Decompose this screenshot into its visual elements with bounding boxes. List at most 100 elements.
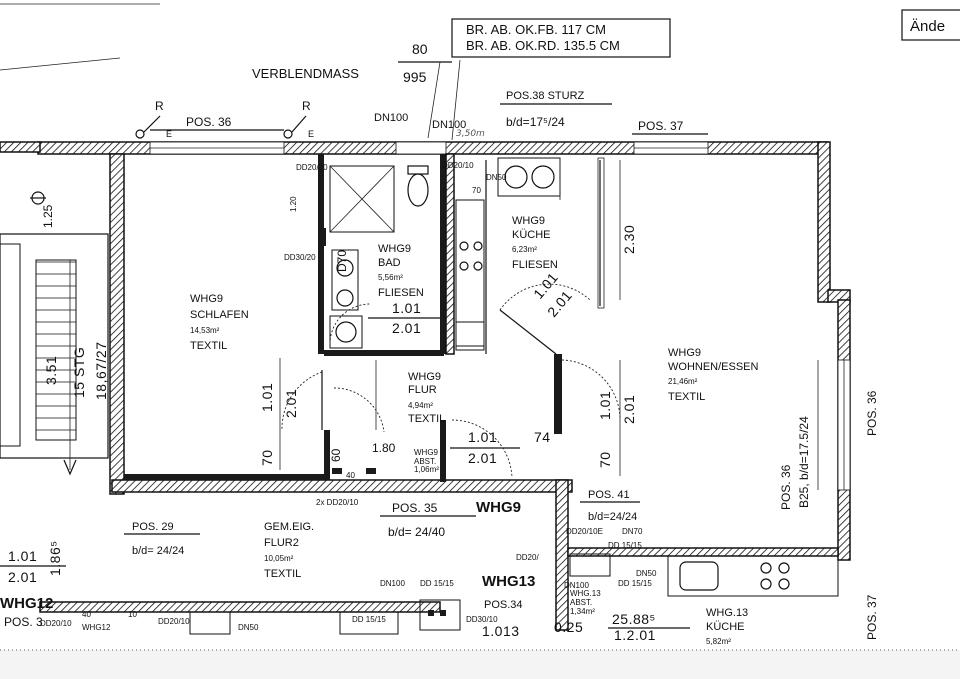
section-mark-e1: E [166,129,172,139]
living-name: WHG9 [668,347,701,359]
bd29-label: b/d= 24/24 [132,545,184,557]
page-margin [0,650,960,679]
bedroom-door-swing [281,371,323,431]
dd20-low-label: DD20/ [516,553,539,562]
dd15-15-c-label: DD 15/15 [608,541,642,550]
pos35-label: POS. 35 [392,501,438,515]
section-mark-r1: R [155,99,164,113]
lower-fixtures [189,599,461,635]
b25-label: B25, b/d=17.5/24 [797,416,811,508]
dd15-15-a-label: DD 15/15 [420,579,454,588]
bath-name: WHG9 [378,243,411,255]
dim-40: 40 [346,471,355,480]
whg13-kitchen-area: 5,82m² [706,637,731,646]
sink-icon [679,561,719,591]
bd35-label: b/d= 24/40 [388,525,445,539]
bath-area: 5,56m² [378,273,403,282]
stair-dim-351: 3.51 [43,356,59,385]
dim-74: 74 [534,429,551,445]
whg12-small-label: WHG12 [82,623,111,632]
pos38-label: POS.38 STURZ [506,90,585,102]
hall-door-swing [333,387,385,433]
pos36-inner-label: POS. 36 [779,464,793,510]
stove-icon [760,562,772,574]
toilet-icon [407,173,429,207]
dim-70-top: 70 [472,186,481,195]
bath-floor: FLIESEN [378,287,424,299]
dim-80: 80 [412,41,428,57]
dim-120: 1.20 [289,196,298,212]
hall-floor: TEXTIL [408,413,445,425]
info-line-2: BR. AB. OK.RD. 135.5 CM [466,38,620,53]
dim-201-13: 1.2.01 [614,627,656,643]
hall-area: 4,94m² [408,401,433,410]
bath-door-dim-201: 2.01 [392,320,421,336]
dn50-13-label: DN50 [636,569,657,578]
revision-label: Ände [910,18,945,35]
d70-label: D70 [335,250,349,272]
dim-180: 1.80 [372,441,396,455]
dim-1865: 1.86⁵ [47,540,63,576]
flur2-type: FLUR2 [264,537,299,549]
dim-995: 995 [403,69,427,85]
dn100-low-label: DN100 [380,579,405,588]
dd20-10e-label: DD20/10E [566,527,603,536]
stair-steps: 15 STG [71,347,87,398]
section-marker-icon [283,129,293,139]
pos37-right-label: POS. 37 [865,594,879,640]
living-door-dim-201: 2.01 [621,395,637,424]
entry-dim-101: 1.01 [468,429,497,445]
abst-name: WHG9 [414,448,439,457]
info-line-1: BR. AB. OK.FB. 117 CM [466,22,606,37]
pos37-top-label: POS. 37 [638,119,684,133]
whg13-kitchen-type: KÜCHE [706,621,745,633]
section-marker-icon [135,129,145,139]
pos36-right-label: POS. 36 [865,390,879,436]
abst-type: ABST. [414,457,436,466]
dn100-13-label: DN100 [564,581,589,590]
bath-type: BAD [378,257,401,269]
dim-70-right: 70 [597,451,613,468]
dn50-top-label: DN50 [486,173,507,182]
whg12-door-dim-101: 1.01 [8,548,37,564]
washer-icon [335,321,357,343]
dim-1013: 1.013 [482,623,520,639]
dn100-label-a: DN100 [374,112,408,124]
whg13-abst-type: ABST. [570,598,592,607]
dd20-10-low-label: DD20/10 [40,619,72,628]
stair-ratio: 18,67/27 [93,342,109,401]
kitchen-fixtures [455,157,561,351]
bedroom-type: SCHLAFEN [190,309,249,321]
dn70-label: DN70 [622,527,643,536]
living-floor: TEXTIL [668,391,705,403]
washbasin-icon [336,259,354,277]
living-area: 21,46m² [668,377,698,386]
dim-25885: 25.88⁵ [612,611,656,627]
dim-230: 2.30 [621,225,637,254]
hall-type: FLUR [408,384,437,396]
whg12-label: WHG12 [0,595,53,612]
abst-area: 1,06m² [414,465,439,474]
pos34-label: POS.34 [484,599,523,611]
pos3-label: POS. 3 [4,615,43,629]
living-door-swing [561,359,621,419]
interior-walls [124,153,605,482]
kitchen-door-swing [499,283,591,311]
dim-10-b: 10 [128,610,137,619]
dd20-10-2x-label: 2x DD20/10 [316,498,359,507]
flur2-name: GEM.EIG. [264,521,314,533]
bedroom-door-dim-201: 2.01 [283,389,299,418]
kitchen-floor: FLIESEN [512,259,558,271]
entry-dim-201: 2.01 [468,450,497,466]
verblendmass-label: VERBLENDMASS [252,66,359,81]
dim-025: 0.25 [554,619,583,635]
flur2-area: 10,05m² [264,554,294,563]
dd20-20-label: DD20/20 [296,163,328,172]
dd15-15-d-label: DD 15/15 [618,579,652,588]
stove-icon [459,241,469,251]
bd-top-label: b/d=17⁵/24 [506,115,565,129]
dd20-10-whg12: DD20/10 [158,617,190,626]
dim-70-left: 70 [259,449,275,466]
revision-box [901,9,960,41]
bedroom-area: 14,53m² [190,326,220,335]
